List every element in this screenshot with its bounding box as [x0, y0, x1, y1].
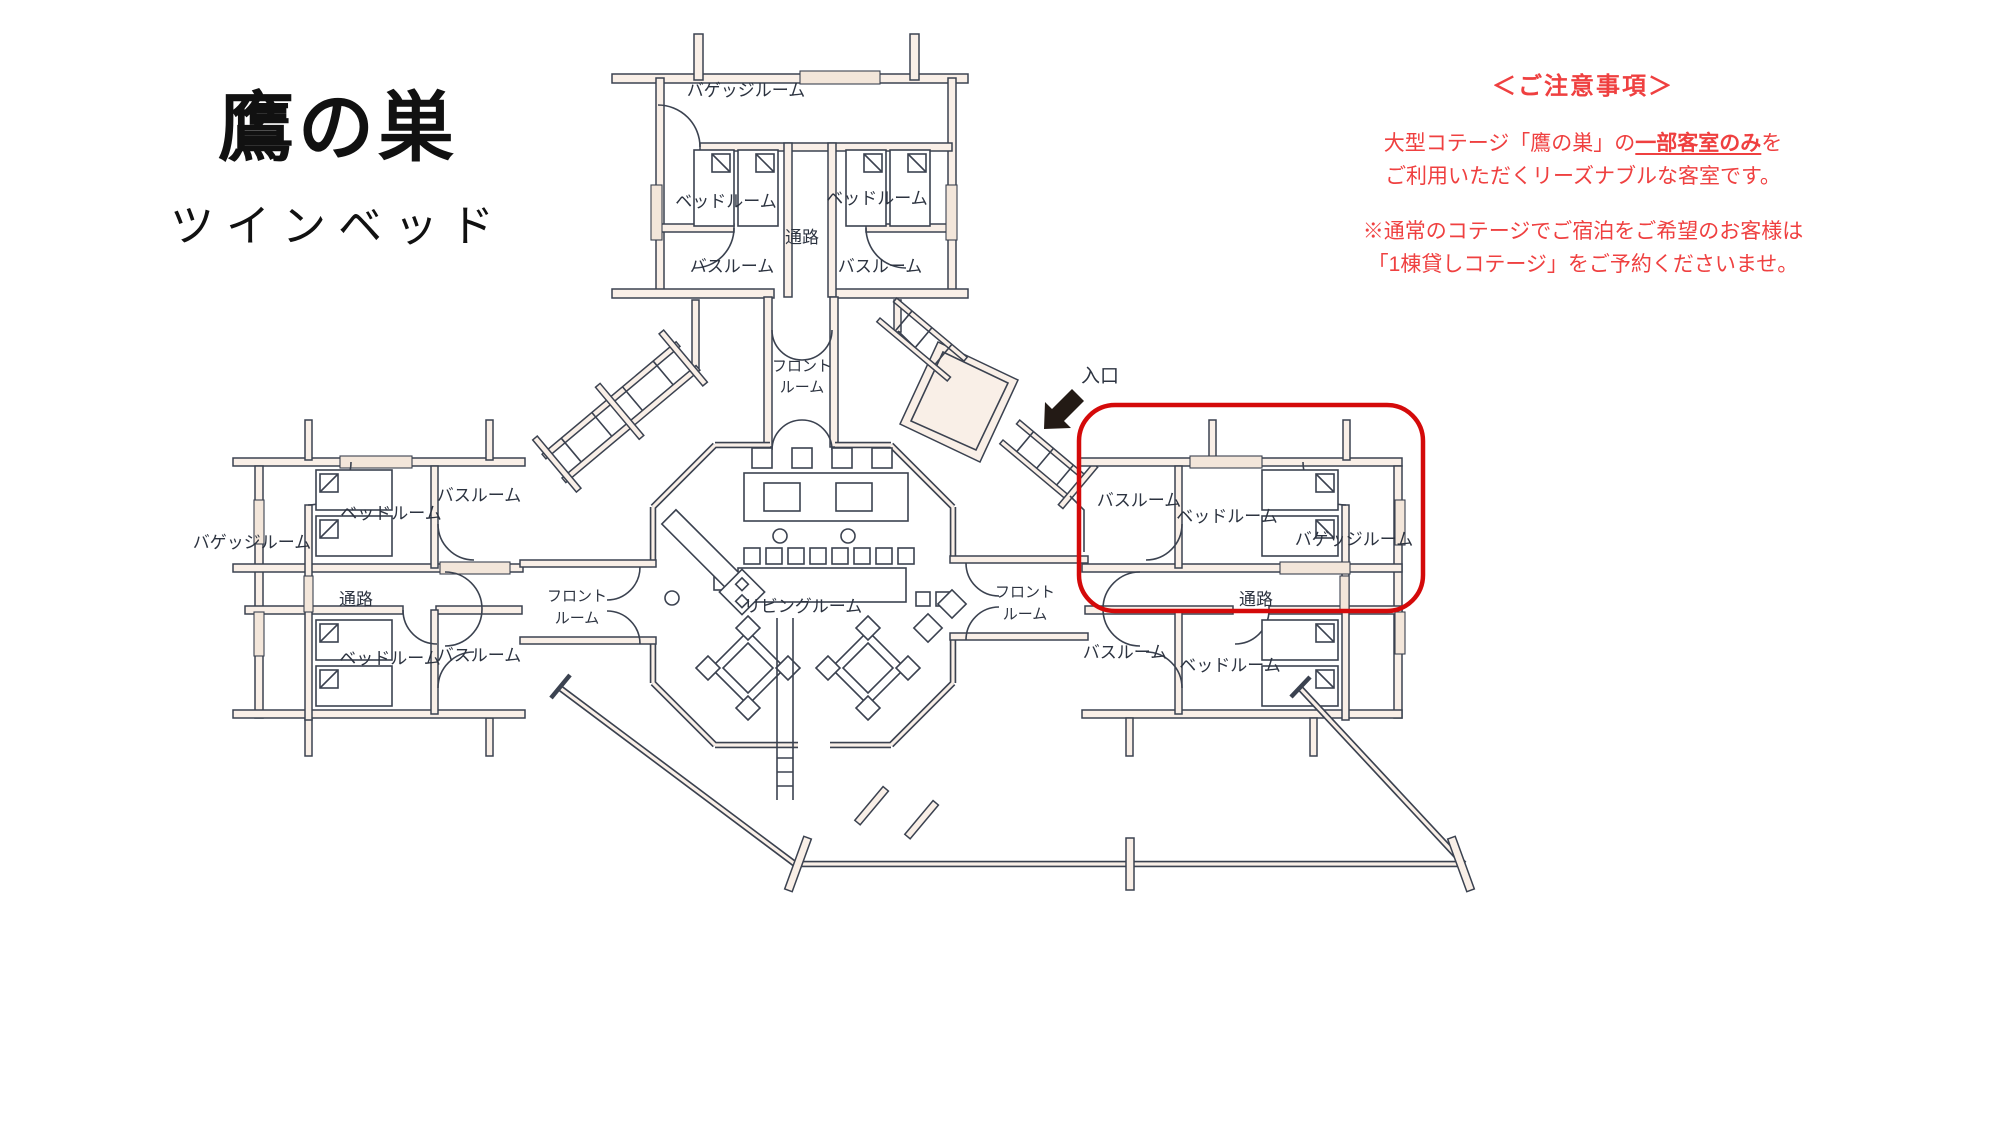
label-bathroom-right-1: バスルーム: [1097, 491, 1182, 510]
entrance-arrow-icon: [1044, 389, 1084, 429]
left-wing: バスルーム ベッドルーム バゲッジルーム 通路 ベッドルーム バスルーム: [193, 419, 657, 757]
label-front-room-right-1: フロント: [995, 584, 1055, 601]
highlight-box: [1076, 402, 1426, 614]
right-vestibule: フロント ルーム: [949, 555, 1089, 641]
label-baggage-left: バゲッジルーム: [193, 533, 312, 552]
ne-stair: [875, 297, 1099, 552]
label-front-room-right-2: ルーム: [1003, 606, 1048, 623]
label-living-room: リビングルーム: [744, 597, 863, 616]
label-bathroom-right-2: バスルーム: [1083, 643, 1168, 662]
label-front-room-left-2: ルーム: [555, 610, 600, 627]
notice-line1-suffix: を: [1761, 132, 1783, 155]
label-front-room-top-1: フロント: [772, 358, 832, 375]
title-block: 鷹の巣 ツインベッド: [138, 87, 538, 254]
notice-line4: 「1棟貸しコテージ」をご予約くださいませ。: [1367, 253, 1799, 276]
notice-paragraph-1: 大型コテージ「鷹の巣」の一部客室のみを ご利用いただくリーズナブルな客室です。: [1258, 127, 1908, 193]
page-title: 鷹の巣: [218, 87, 458, 171]
label-bedroom-left-2: ベッドルーム: [339, 649, 441, 668]
entrance-marker: 入口: [1044, 366, 1119, 429]
label-bedroom-right-2: ベッドルーム: [1179, 656, 1281, 675]
label-entrance: 入口: [1081, 366, 1119, 387]
page-subtitle: ツインベッド: [170, 201, 506, 251]
label-front-room-left-1: フロント: [547, 588, 607, 605]
notice-line1-prefix: 大型コテージ「鷹の巣」の: [1383, 132, 1636, 155]
deck: [549, 618, 1476, 893]
label-bathroom-left-2: バスルーム: [437, 646, 522, 665]
left-vestibule: フロント ルーム: [547, 566, 641, 645]
label-baggage-top: バゲッジルーム: [687, 81, 806, 100]
label-bedroom-top-left: ベッドルーム: [675, 192, 777, 211]
notice-block: ＜ご注意事項＞ 大型コテージ「鷹の巣」の一部客室のみを ご利用いただくリーズナブ…: [1258, 66, 1908, 281]
label-bedroom-right-1: ベッドルーム: [1176, 507, 1278, 526]
top-wing: バゲッジルーム ベッドルーム ベッドルーム 通路 バスルーム バスルーム: [611, 33, 969, 299]
label-bathroom-top-right: バスルーム: [838, 257, 923, 276]
label-corridor-right: 通路: [1239, 590, 1273, 609]
label-baggage-right: バゲッジルーム: [1295, 530, 1414, 549]
notice-line2: ご利用いただくリーズナブルな客室です。: [1385, 165, 1781, 188]
notice-line1-emphasis: 一部客室のみ: [1635, 132, 1762, 155]
central-octagon: [649, 441, 957, 749]
label-corridor-top: 通路: [785, 228, 819, 247]
center-furniture: リビングルーム: [660, 447, 968, 721]
notice-heading: ＜ご注意事項＞: [1492, 73, 1674, 100]
label-bathroom-left-1: バスルーム: [437, 486, 522, 505]
right-wing: バスルーム ベッドルーム バゲッジルーム 通路 バスルーム ベッドルーム: [1079, 419, 1414, 757]
label-bathroom-top-left: バスルーム: [690, 257, 775, 276]
notice-line3: ※通常のコテージでご宿泊をご希望のお客様は: [1362, 220, 1804, 243]
label-bedroom-top-right: ベッドルーム: [826, 189, 928, 208]
label-front-room-top-2: ルーム: [780, 379, 825, 396]
top-connector: フロント ルーム: [763, 296, 839, 451]
label-corridor-left: 通路: [339, 590, 373, 609]
label-bedroom-left-1: ベッドルーム: [340, 504, 442, 523]
nw-stair: [531, 299, 709, 494]
notice-paragraph-2: ※通常のコテージでご宿泊をご希望のお客様は 「1棟貸しコテージ」をご予約ください…: [1258, 215, 1908, 281]
